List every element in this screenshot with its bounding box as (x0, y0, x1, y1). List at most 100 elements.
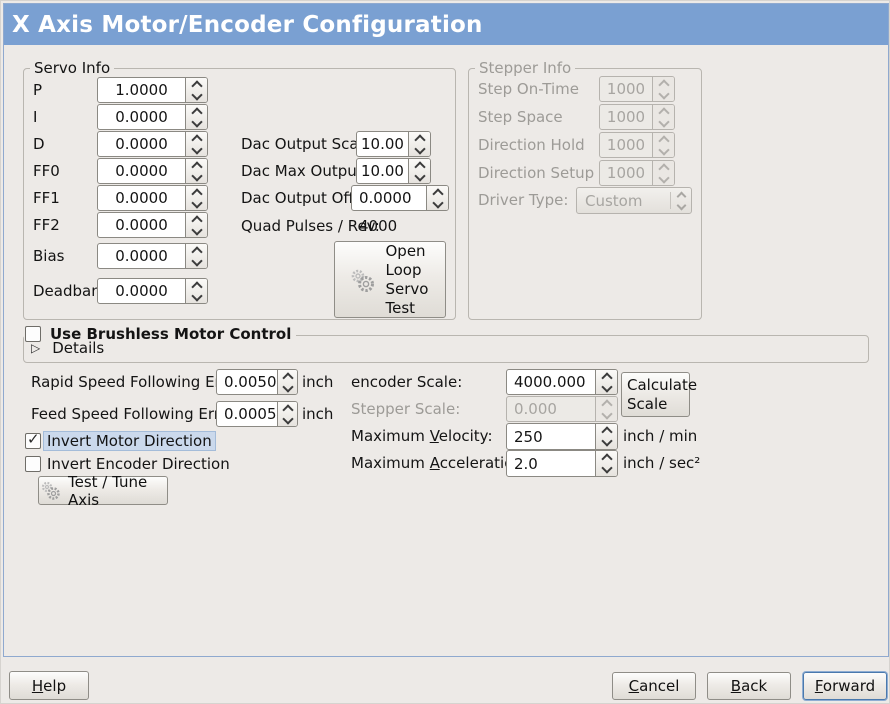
chevron-down-icon (657, 87, 670, 100)
ff2-input[interactable]: 0.0000 (115, 216, 168, 234)
test-tune-axis-label: Test / Tune Axis (68, 472, 148, 509)
encoder-scale-spinbox: 4000.000 (506, 369, 618, 395)
dac-max-output-input[interactable]: 10.00 (361, 162, 404, 180)
back-button[interactable]: Back (707, 672, 791, 700)
cancel-label: Cancel (628, 677, 680, 695)
invert-motor-direction-label[interactable]: Invert Motor Direction (43, 431, 216, 451)
invert-motor-direction-checkbox[interactable]: ✓ (25, 430, 41, 449)
spin-down-button[interactable] (409, 169, 430, 183)
forward-label: Forward (814, 677, 876, 695)
quad-pulses-value: 4000 (359, 217, 398, 235)
chevron-down-icon (413, 142, 426, 155)
spin-down-button[interactable] (186, 142, 207, 156)
encoder-scale-input[interactable]: 4000.000 (514, 373, 586, 391)
stepper-scale-spinbox: 0.000 (506, 396, 618, 422)
chevron-down-icon (600, 435, 613, 447)
chevron-down-icon (190, 223, 203, 236)
maximum-acceleration-input[interactable]: 2.0 (514, 454, 538, 473)
feed-following-error-label: Feed Speed Following Error: (31, 405, 240, 423)
spin-down-button[interactable] (596, 435, 617, 450)
bias-input[interactable]: 0.0000 (115, 247, 168, 265)
maximum-acceleration-label: Maximum Acceleration: (351, 454, 528, 472)
spin-down-button[interactable] (186, 223, 207, 237)
ff1-spinbox: 0.0000 (97, 185, 208, 211)
use-brushless-checkbox[interactable] (25, 326, 41, 342)
direction-setup-label: Direction Setup (478, 164, 595, 182)
help-button[interactable]: Help (9, 671, 89, 700)
title-bar: X Axis Motor/Encoder Configuration (4, 4, 888, 45)
brushless-frame (23, 335, 869, 363)
maximum-velocity-input[interactable]: 250 (514, 427, 543, 446)
cancel-button[interactable]: Cancel (612, 672, 696, 700)
feed-following-error-unit: inch (302, 405, 334, 423)
servo-info-frame-label: Servo Info (30, 59, 115, 77)
spin-down-button (653, 115, 674, 129)
chevron-down-icon (281, 412, 294, 425)
up-down-chevrons-icon (671, 191, 691, 210)
p-label: P (33, 81, 43, 99)
spin-down-button[interactable] (278, 412, 297, 426)
invert-encoder-direction-checkbox[interactable] (25, 456, 41, 472)
rapid-following-error-unit: inch (302, 373, 334, 391)
dac-output-offset-input[interactable]: 0.0000 (359, 189, 412, 207)
gears-icon (347, 265, 379, 295)
i-label: I (33, 108, 38, 126)
i-spinbox: 0.0000 (97, 104, 208, 130)
spin-down-button[interactable] (427, 196, 448, 210)
ff0-input[interactable]: 0.0000 (115, 162, 168, 180)
chevron-down-icon (190, 169, 203, 182)
stepper-info-frame-label: Stepper Info (475, 59, 576, 77)
open-loop-servo-test-label: Open Loop Servo Test (385, 241, 429, 317)
spin-down-button[interactable] (186, 88, 207, 102)
spin-down-button[interactable] (186, 289, 207, 303)
chevron-down-icon (657, 171, 670, 184)
back-label: Back (730, 677, 768, 695)
open-loop-servo-test-button[interactable]: Open Loop Servo Test (334, 241, 446, 318)
invert-encoder-direction-label[interactable]: Invert Encoder Direction (47, 455, 230, 473)
test-tune-axis-button[interactable]: Test / Tune Axis (38, 473, 168, 509)
dac-output-scale-input[interactable]: 10.00 (361, 135, 404, 153)
ff2-label: FF2 (33, 216, 60, 234)
chevron-down-icon (657, 143, 670, 156)
i-input[interactable]: 0.0000 (115, 108, 168, 126)
deadband-input[interactable]: 0.0000 (115, 282, 168, 300)
use-brushless-row: Use Brushless Motor Control (24, 324, 297, 344)
ff1-input[interactable]: 0.0000 (115, 189, 168, 207)
p-spinbox: 1.0000 (97, 77, 208, 103)
spin-down-button (653, 87, 674, 101)
page-title: X Axis Motor/Encoder Configuration (12, 11, 483, 38)
rapid-following-error-input[interactable]: 0.0050 (224, 373, 277, 391)
calculate-scale-button[interactable]: Calculate Scale (621, 372, 697, 417)
spin-down-button[interactable] (596, 380, 617, 394)
spin-down-button[interactable] (186, 196, 207, 210)
dac-output-offset-spinbox: 0.0000 (351, 185, 449, 211)
stepper-scale-label: Stepper Scale: (351, 400, 461, 418)
driver-type-label: Driver Type: (478, 191, 569, 209)
forward-button[interactable]: Forward (803, 672, 887, 700)
details-expander[interactable]: ▷ Details (31, 339, 104, 357)
spin-down-button[interactable] (278, 380, 297, 394)
d-input[interactable]: 0.0000 (115, 135, 168, 153)
spin-down-button[interactable] (186, 115, 207, 129)
spin-down-button[interactable] (409, 142, 430, 156)
details-label: Details (52, 339, 105, 357)
spin-down-button[interactable] (596, 462, 617, 477)
feed-following-error-input[interactable]: 0.0005 (224, 405, 277, 423)
d-spinbox: 0.0000 (97, 131, 208, 157)
spin-down-button[interactable] (186, 254, 207, 268)
direction-hold-label: Direction Hold (478, 136, 585, 154)
rapid-following-error-label: Rapid Speed Following Error: (31, 373, 247, 391)
step-on-time-input: 1000 (606, 80, 646, 98)
chevron-down-icon (600, 380, 613, 393)
p-input[interactable]: 1.0000 (115, 81, 168, 99)
chevron-down-icon (190, 115, 203, 128)
servo-info-frame: Servo Info (23, 59, 456, 320)
maximum-velocity-spinbox: 250 (506, 423, 618, 450)
gears-icon (39, 479, 63, 502)
spin-down-button[interactable] (186, 169, 207, 183)
direction-hold-spinbox: 1000 (599, 132, 675, 158)
step-on-time-spinbox: 1000 (599, 76, 675, 102)
help-label: Help (31, 676, 67, 695)
ff0-spinbox: 0.0000 (97, 158, 208, 184)
